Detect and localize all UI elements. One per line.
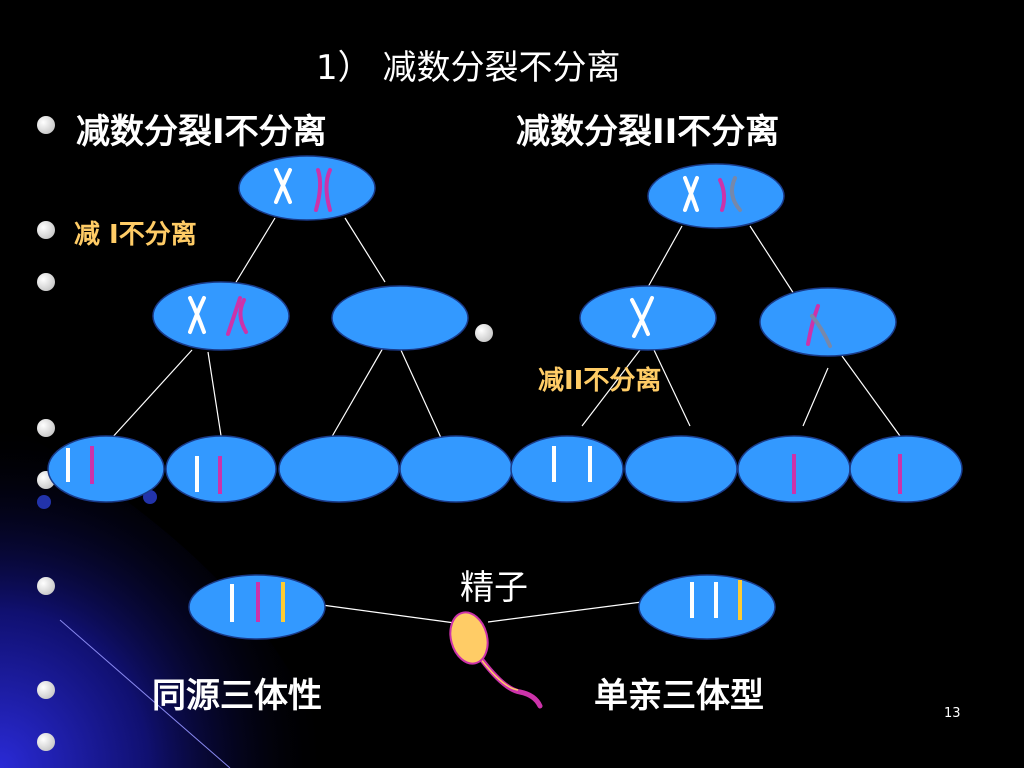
sperm-icon xyxy=(449,611,543,709)
cell-mid-2-empty xyxy=(331,285,469,351)
gamete-1 xyxy=(47,435,165,503)
corner-gradient-decoration xyxy=(0,420,330,768)
zygote-left xyxy=(188,574,326,640)
bullet xyxy=(37,116,55,134)
bullet xyxy=(37,419,55,437)
bullet-list xyxy=(37,116,493,751)
bullet xyxy=(475,324,493,342)
heading-meiosis-2-nondisjunction: 减数分裂II不分离 xyxy=(516,112,780,152)
gamete-2 xyxy=(165,435,277,503)
bullet xyxy=(37,577,55,595)
cell-top-right xyxy=(647,163,785,229)
page-number: 13 xyxy=(944,706,961,721)
gamete-8 xyxy=(849,435,963,503)
label-meiosis-2: 减II不分离 xyxy=(538,366,662,396)
slide-title: 1） 减数分裂不分离 xyxy=(316,48,621,88)
cell-mid-1 xyxy=(152,281,290,351)
bullet xyxy=(37,273,55,291)
bullet xyxy=(37,221,55,239)
label-meiosis-1: 减 I不分离 xyxy=(74,220,197,250)
lineage-lines xyxy=(109,217,901,624)
gamete-row xyxy=(47,435,963,503)
bullet xyxy=(37,733,55,751)
bullet-shadows xyxy=(37,490,157,509)
gamete-4-empty xyxy=(399,435,513,503)
corner-line xyxy=(59,619,231,768)
cell-mid-4 xyxy=(759,287,897,357)
gamete-5 xyxy=(510,435,624,503)
label-homologous-trisomy: 同源三体性 xyxy=(152,676,322,716)
cell-mid-3 xyxy=(579,285,717,351)
gamete-7 xyxy=(737,435,851,503)
cell-top-left xyxy=(238,155,376,221)
gamete-6-empty xyxy=(624,435,738,503)
bullet xyxy=(37,681,55,699)
heading-meiosis-1-nondisjunction: 减数分裂I不分离 xyxy=(76,112,327,152)
label-uniparental-trisomy: 单亲三体型 xyxy=(594,676,764,716)
label-sperm: 精子 xyxy=(460,568,528,608)
gamete-3-empty xyxy=(278,435,400,503)
zygote-right xyxy=(638,574,776,640)
